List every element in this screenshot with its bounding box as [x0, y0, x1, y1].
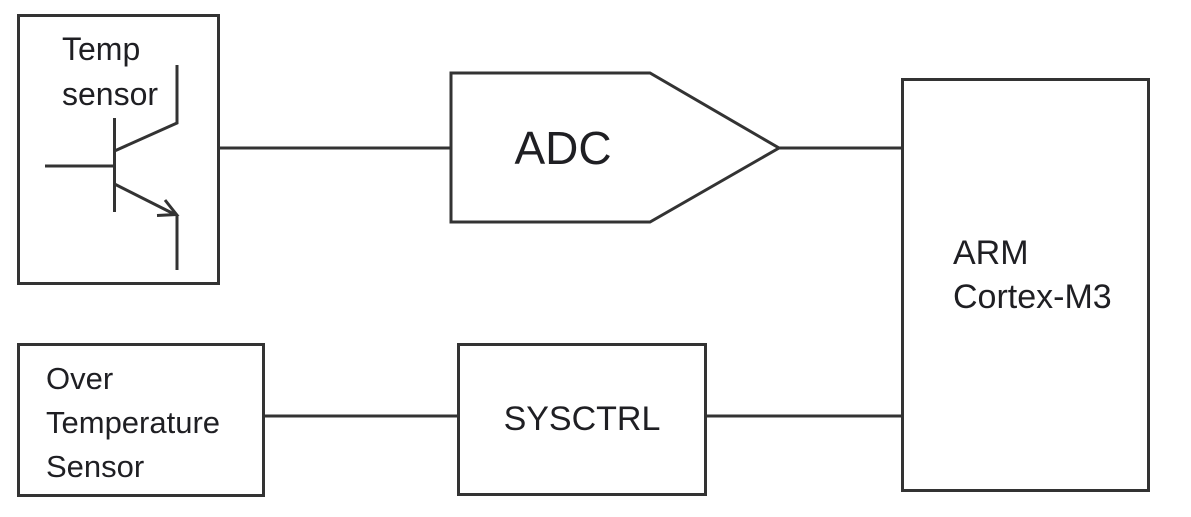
- over-temperature-sensor-label: Over Temperature Sensor: [46, 357, 220, 489]
- temp-sensor-label-line2: sensor: [62, 76, 159, 112]
- transistor-collector: [113, 65, 179, 153]
- arm-label-line1: ARM: [953, 234, 1029, 272]
- transistor-emitter: [113, 182, 175, 216]
- sysctrl-label-text: SYSCTRL: [503, 400, 661, 438]
- arm-label-line2: Cortex-M3: [953, 278, 1112, 316]
- adc-label-text: ADC: [514, 121, 612, 174]
- transistor-emitter-arrowhead: [156, 199, 180, 217]
- npn-transistor-icon: [45, 65, 180, 270]
- ots-label-line2: Temperature: [46, 405, 221, 440]
- temp-sensor-block: [17, 14, 220, 285]
- over-temperature-sensor-block: [17, 343, 265, 497]
- sysctrl-block: [457, 343, 707, 496]
- adc-label: ADC: [450, 73, 676, 222]
- ots-label-line3: Sensor: [46, 449, 145, 484]
- arm-cortex-m3-label: ARM Cortex-M3: [953, 231, 1112, 319]
- temp-sensor-label-line1: Temp: [62, 31, 141, 67]
- arm-cortex-m3-block: [901, 78, 1150, 492]
- temp-sensor-label: Temp sensor: [62, 27, 158, 117]
- ots-label-line1: Over: [46, 361, 114, 396]
- sysctrl-label: SYSCTRL: [457, 343, 707, 496]
- adc-block-shape: [449, 71, 782, 224]
